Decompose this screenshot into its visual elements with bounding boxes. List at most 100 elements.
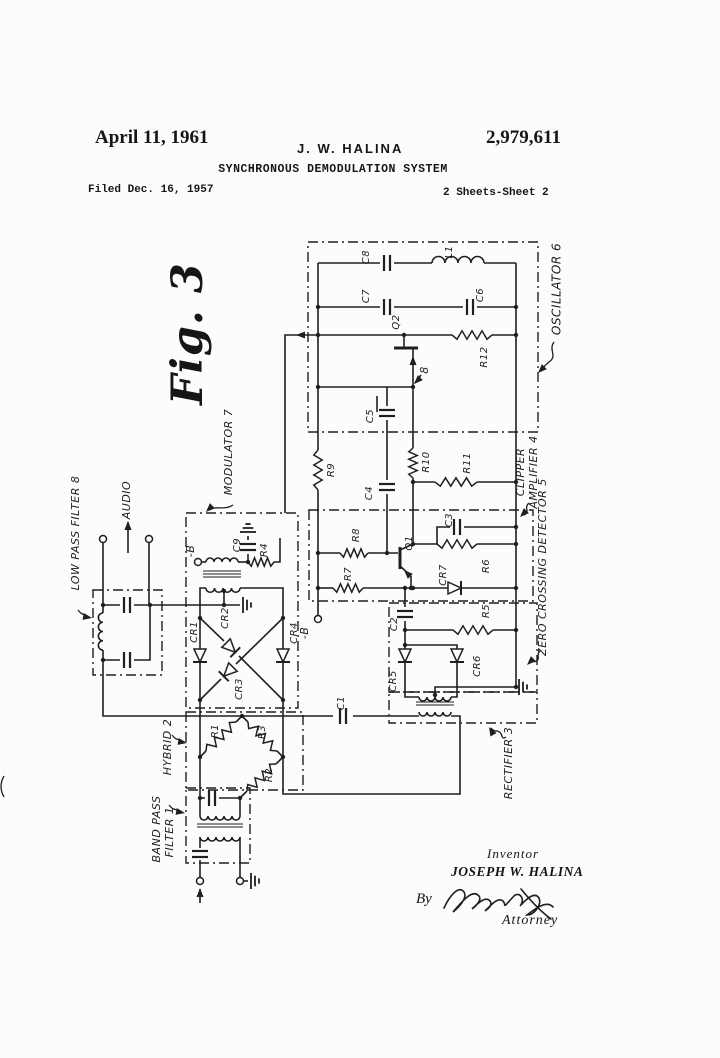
ground-icon <box>242 597 252 613</box>
leader-line <box>523 502 530 516</box>
label-r12: R12 <box>479 346 490 367</box>
junction-dot <box>280 697 286 703</box>
leader-line <box>77 609 90 618</box>
junction-dot <box>315 332 321 338</box>
diode-icon <box>397 648 413 664</box>
block-box-hybrid-2 <box>185 711 304 791</box>
patent-title: SYNCHRONOUS DEMODULATION SYSTEM <box>218 163 448 176</box>
sheet-number: 2 Sheets-Sheet 2 <box>443 187 549 199</box>
leader-line <box>0 775 5 798</box>
label-cr7: CR7 <box>438 564 449 586</box>
resistor <box>452 624 494 636</box>
junction-dot <box>100 602 106 608</box>
resistor <box>205 721 237 752</box>
label-cr1: CR1 <box>189 621 200 643</box>
coil <box>418 696 452 702</box>
resistor <box>434 476 478 488</box>
arrowhead-icon <box>527 656 536 665</box>
wire <box>451 663 458 698</box>
label-c2: C2 <box>389 617 400 631</box>
arrowhead-icon <box>414 375 423 384</box>
junction-dot <box>410 541 416 547</box>
junction-dot <box>432 692 438 698</box>
resistor <box>406 447 420 479</box>
label-cr6: CR6 <box>472 655 483 677</box>
wire <box>274 538 281 563</box>
resistor <box>312 449 324 491</box>
arrowhead-icon <box>206 503 215 512</box>
wire <box>436 526 450 544</box>
junction-dot <box>315 550 321 556</box>
coil <box>205 557 239 563</box>
label-leaders <box>0 341 555 813</box>
label-r2: R2 <box>264 768 275 782</box>
wire <box>434 686 516 695</box>
label-c7: C7 <box>361 289 372 303</box>
junction-dot <box>197 754 203 760</box>
diode-icon <box>218 661 239 682</box>
label-8: 8 <box>418 366 431 374</box>
junction-dot <box>100 657 106 663</box>
resistor <box>246 763 277 792</box>
junction-dot <box>513 479 519 485</box>
transistor-bars <box>394 346 418 569</box>
diodes <box>192 580 465 682</box>
patent-number: 2,979,611 <box>486 127 561 148</box>
block-box-low-pass-filter-8 <box>92 589 163 676</box>
label-r6: R6 <box>481 559 492 573</box>
wire <box>199 678 222 701</box>
junction-dot <box>513 524 519 530</box>
leader-line <box>533 649 542 663</box>
label-l1: L1 <box>444 246 455 259</box>
leader-line <box>171 734 185 743</box>
label-r11: R11 <box>462 452 473 473</box>
label-rectifier-3: RECTIFIER 3 <box>502 727 515 799</box>
transformer-cores <box>197 570 454 828</box>
capacitor <box>338 708 348 724</box>
arrowhead-icon <box>489 727 497 737</box>
terminal-icon <box>235 876 245 886</box>
diode-icon <box>192 648 208 664</box>
capacitor <box>122 597 132 613</box>
label-r3: R3 <box>257 725 268 739</box>
diode-icon <box>449 648 465 664</box>
by-label: By <box>416 891 432 907</box>
capacitor <box>207 790 217 806</box>
junction-dot <box>197 615 203 621</box>
arrowhead-icon <box>124 521 132 530</box>
junction-dot <box>315 384 321 390</box>
label-q2: Q2 <box>391 314 402 329</box>
label--b: -B <box>184 545 197 558</box>
resistors <box>205 329 494 792</box>
attorney-label: Attorney <box>502 913 559 928</box>
junction-dot <box>147 602 153 608</box>
label-filter-1: FILTER 1 <box>163 807 176 858</box>
junction-dot <box>280 754 286 760</box>
junction-dot <box>513 627 519 633</box>
leader-line <box>209 504 234 511</box>
junction-dot <box>408 585 414 591</box>
arrowhead-icon <box>196 888 204 897</box>
junction-dot <box>197 795 203 801</box>
resistor <box>436 538 478 550</box>
terminal-icon <box>98 534 108 544</box>
capacitor <box>382 255 392 271</box>
capacitor <box>382 299 392 315</box>
wire <box>284 334 318 513</box>
leader-line <box>168 804 183 813</box>
capacitor <box>192 849 208 859</box>
ground-icon <box>250 873 260 889</box>
inventor-header: J. W. HALINA <box>297 141 404 156</box>
junction-dot <box>237 795 243 801</box>
patent-date: April 11, 1961 <box>95 127 209 148</box>
leader-line <box>490 727 507 739</box>
ground-icon <box>240 523 256 533</box>
label-hybrid-2: HYBRID 2 <box>161 719 174 775</box>
label-c1: C1 <box>336 696 347 710</box>
junction-dot <box>401 332 407 338</box>
wire <box>405 644 458 649</box>
resistor <box>451 329 493 341</box>
junction-dot <box>280 615 286 621</box>
